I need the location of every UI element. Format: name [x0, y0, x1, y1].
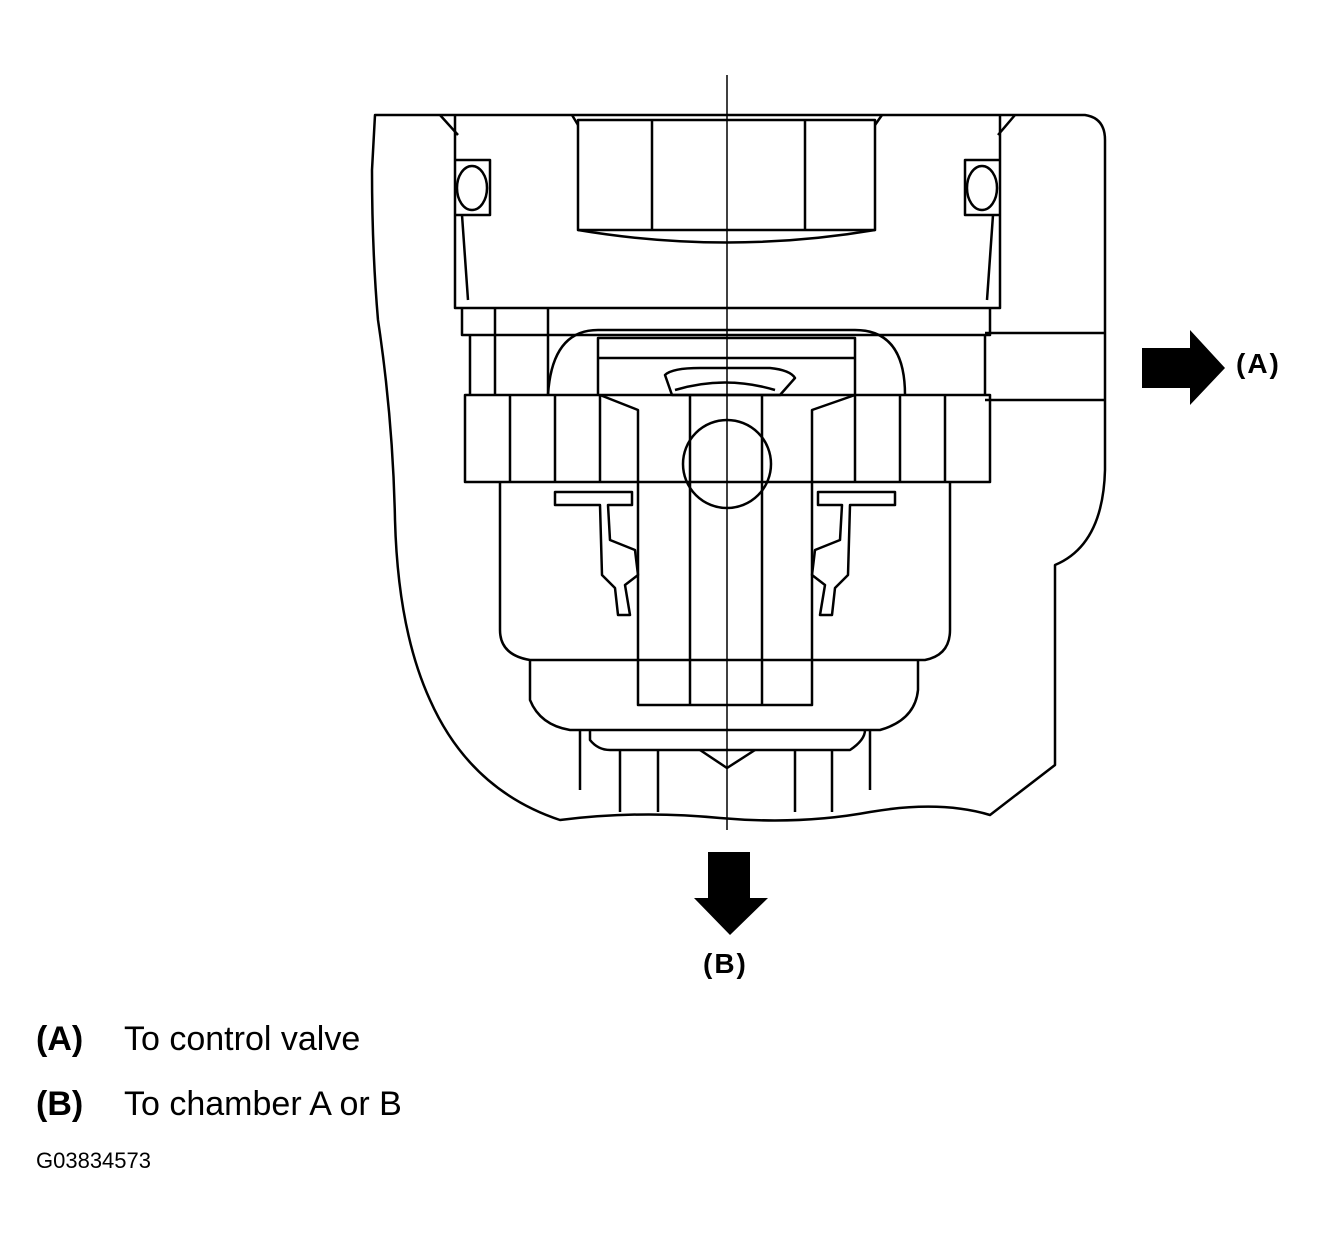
- legend-key: (A): [36, 1020, 84, 1058]
- legend-text: To control valve: [124, 1020, 361, 1058]
- arrow-to-control-valve: [1142, 330, 1225, 405]
- o-ring-groove-right: [963, 158, 1000, 217]
- retaining-clip-left: [553, 490, 640, 617]
- port-a-passage: [985, 331, 1105, 402]
- legend-key: (B): [36, 1085, 84, 1123]
- callout-label-a: (A): [1236, 348, 1281, 379]
- filter-screen: [663, 366, 797, 397]
- retaining-clip-right: [810, 490, 897, 617]
- o-ring-left: [455, 164, 489, 212]
- o-ring-groove-left: [455, 158, 492, 217]
- legend-text: To chamber A or B: [124, 1085, 402, 1123]
- bottom-fitting: [578, 730, 872, 790]
- legend-item: (A) To control valve: [36, 1020, 360, 1059]
- arrow-to-chamber: [694, 852, 768, 935]
- o-ring-right: [965, 164, 999, 212]
- lock-nut: [463, 393, 992, 484]
- legend-item: (B) To chamber A or B: [36, 1085, 402, 1124]
- center-bore: [599, 393, 856, 707]
- callout-label-b: (B): [703, 948, 748, 979]
- figure-id: G03834573: [36, 1148, 151, 1173]
- plug-chamfer: [439, 114, 1016, 136]
- housing-outline: [370, 113, 1107, 822]
